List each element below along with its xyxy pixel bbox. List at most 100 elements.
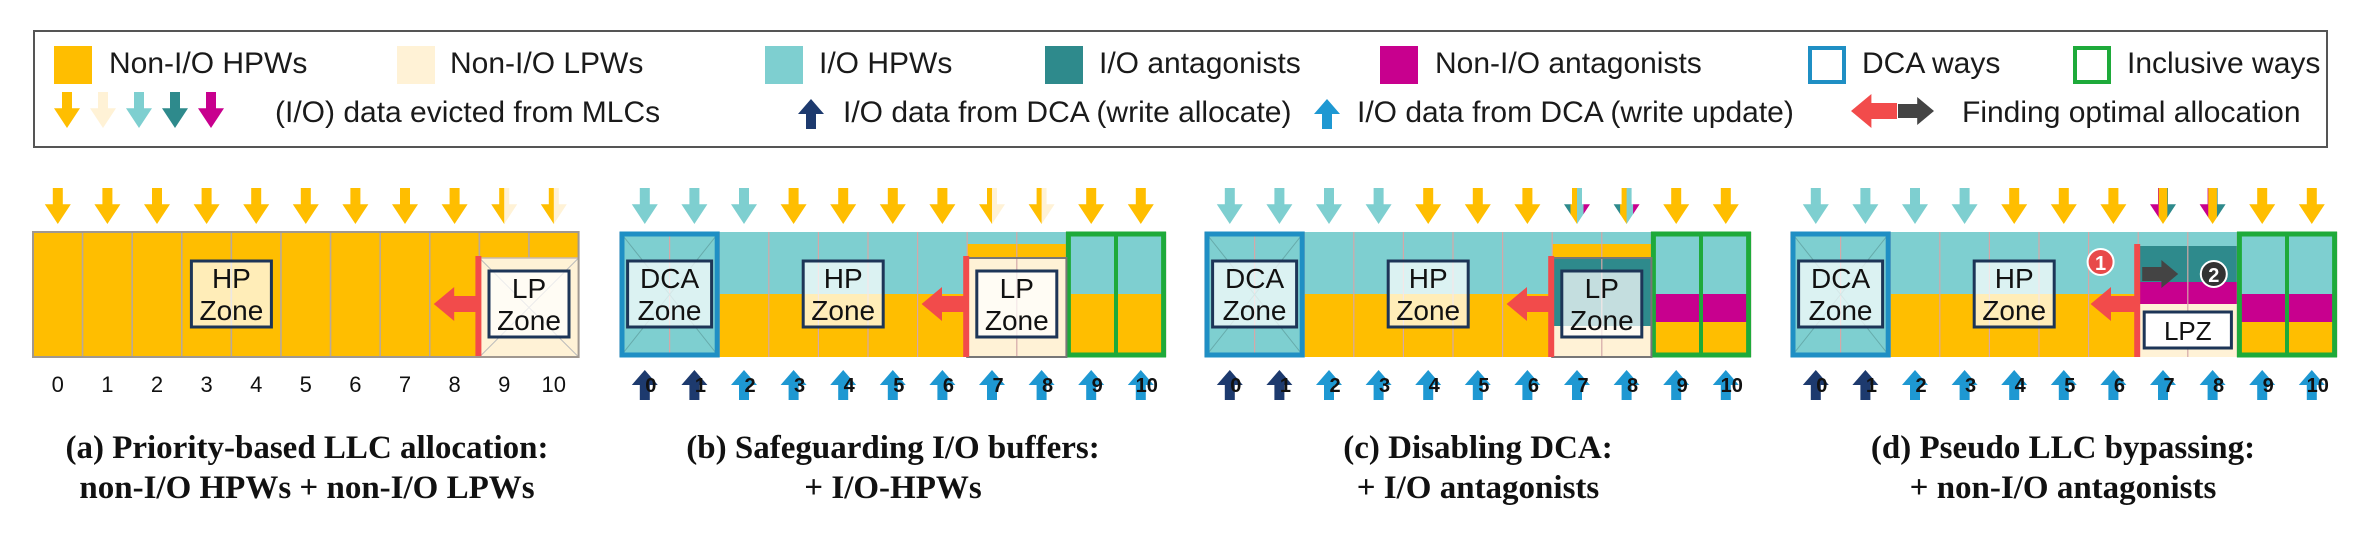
way-number: 1: [1280, 375, 1291, 397]
legend-write-update-arrow: [1314, 99, 1340, 129]
dca-arrow: [2249, 370, 2276, 400]
zone-label: HP: [824, 263, 863, 294]
evict-arrow-mixed: [2199, 188, 2226, 224]
evict-arrow: [243, 188, 270, 224]
dca-ways-border: [1790, 231, 1891, 358]
zone-label: LP: [512, 273, 546, 304]
zone-label: HP: [1409, 263, 1448, 294]
way-number: 8: [1627, 375, 1638, 397]
evict-arrow-stripe: [1028, 188, 1043, 224]
evict-arrow-stripe: [2199, 188, 2209, 224]
way-number: 9: [1677, 375, 1688, 397]
caption-line2: + non-I/O antagonists: [1909, 470, 2217, 506]
evict-arrow: [2050, 188, 2077, 224]
zone-label: HP: [1995, 263, 2034, 294]
evict-arrow: [1514, 188, 1541, 224]
way-number: 8: [1042, 375, 1053, 397]
legend-label-io_hpw: I/O HPWs: [819, 47, 953, 80]
dark-arrow: [2142, 260, 2179, 288]
way-number: 1: [1866, 375, 1877, 397]
legend-write-update-label: I/O data from DCA (write update): [1357, 96, 1794, 129]
legend-label-nonio_lpw: Non-I/O LPWs: [450, 47, 644, 80]
evict-arrow-mixed: [979, 188, 1005, 224]
zone-box: [801, 259, 885, 329]
evict-arrow: [1127, 188, 1154, 224]
evict-arrow-stripe: [1626, 188, 1634, 224]
legend-red-arrow: [1851, 94, 1897, 128]
way-number: 5: [2064, 375, 2075, 397]
way-number: 7: [1577, 375, 1588, 397]
caption-line2: + I/O antagonists: [1356, 470, 1600, 506]
caption-line1: (d) Pseudo LLC bypassing:: [1870, 430, 2256, 466]
way-number: 3: [1379, 375, 1390, 397]
way-number: 9: [498, 372, 510, 397]
evict-arrow-stripe: [1577, 188, 1584, 224]
evict-arrow: [1663, 188, 1690, 224]
caption-a: (a) Priority-based LLC allocation:non-I/…: [17, 428, 597, 508]
dca-arrow: [929, 370, 956, 400]
way-number: 0: [52, 372, 64, 397]
zone-box: [626, 259, 714, 329]
evict-arrow-mixed: [1613, 188, 1640, 224]
legend-evict-arrow: [126, 92, 152, 128]
legend-write-allocate-arrow: [798, 99, 824, 129]
cache-way: [429, 231, 481, 358]
dca-arrow: [2100, 370, 2127, 400]
legend-swatch-io_hpw: [765, 46, 803, 84]
way-number: 10: [542, 372, 566, 397]
evict-arrow-mixed: [1028, 188, 1055, 224]
dca-arrow: [2199, 370, 2226, 400]
evict-arrow-stripe: [2208, 188, 2218, 224]
zone-label: Zone: [1223, 295, 1287, 326]
evict-arrow-mixed: [2150, 188, 2176, 224]
lpz-label: LPZ: [2164, 316, 2212, 346]
zone-box: [189, 259, 273, 329]
evict-arrow: [1902, 188, 1928, 224]
evict-arrow: [631, 188, 658, 224]
zone-label: Zone: [497, 305, 561, 336]
zone-label: Zone: [1809, 295, 1873, 326]
evict-arrow-stripe: [491, 188, 505, 224]
zone-box: [1386, 259, 1470, 329]
way-number: 6: [2114, 375, 2125, 397]
dca-arrow: [1951, 370, 1978, 400]
dca-arrow: [830, 370, 857, 400]
red-arrow: [1506, 287, 1553, 321]
zone-box: [1972, 259, 2056, 329]
caption-b: (b) Safeguarding I/O buffers:+ I/O-HPWs: [603, 428, 1183, 508]
legend-swatch-inclusive_ways: [2073, 46, 2111, 84]
legend-label-nonio_antagonist: Non-I/O antagonists: [1435, 47, 1702, 80]
dca-arrow: [1712, 370, 1739, 400]
legend-evict-arrow: [54, 92, 80, 128]
way-number: 6: [943, 375, 954, 397]
way-number: 4: [844, 375, 856, 397]
way-number: 10: [2307, 375, 2329, 397]
dca-ways-border: [619, 231, 720, 358]
zone-label: Zone: [1570, 305, 1634, 336]
evict-arrow: [1078, 188, 1105, 224]
marker-2: [2199, 260, 2228, 288]
way-number: 8: [448, 372, 460, 397]
evict-arrow: [1316, 188, 1342, 224]
caption-line1: (b) Safeguarding I/O buffers:: [686, 430, 1100, 466]
evict-arrow: [342, 188, 369, 224]
evict-arrow-stripe: [2150, 188, 2160, 224]
lpz-box: [2142, 310, 2233, 350]
dca-arrow: [979, 370, 1005, 400]
way-number: 0: [1230, 375, 1241, 397]
dca-arrow: [1078, 370, 1105, 400]
legend-label-nonio_hpw: Non-I/O HPWs: [109, 47, 308, 80]
zone-label: LP: [1585, 273, 1619, 304]
evict-arrow-stripe: [1613, 188, 1621, 224]
dca-arrow: [1028, 370, 1055, 400]
evict-arrow: [144, 188, 170, 224]
evict-arrow-stripe: [979, 188, 993, 224]
dca-arrow: [2050, 370, 2077, 400]
